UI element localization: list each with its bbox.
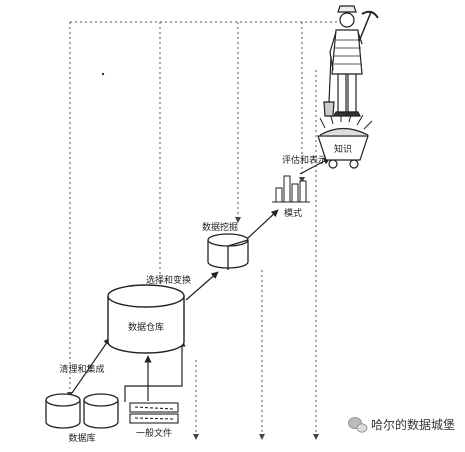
miner-figure-icon	[323, 5, 379, 117]
pattern-chart-icon	[272, 175, 310, 203]
watermark: 哈尔的数据城堡	[348, 417, 455, 433]
select-transform-label: 选择和变换	[146, 274, 191, 286]
clean-integrate-label: 清理和集成	[59, 363, 104, 375]
database-label: 数据库	[68, 432, 95, 444]
knowledge-label: 知识	[334, 143, 352, 155]
stray-dot	[101, 72, 105, 76]
flat-file-icon	[129, 402, 179, 424]
clean-integrate-arrows	[71, 337, 186, 402]
select-transform-arrow	[185, 271, 219, 301]
pattern-label: 模式	[284, 207, 302, 219]
flat-file-label: 一般文件	[136, 427, 172, 439]
evaluate-present-arrow	[299, 157, 331, 175]
feedback-dashed-lines	[69, 21, 338, 440]
data-mining-label: 数据挖掘	[202, 221, 238, 233]
data-mining-icon	[207, 233, 249, 270]
wechat-icon	[348, 417, 368, 433]
evaluate-present-label: 评估和表示	[282, 154, 327, 166]
knowledge-cart-icon	[317, 110, 373, 169]
data-warehouse-icon	[107, 284, 185, 354]
watermark-text: 哈尔的数据城堡	[371, 417, 455, 432]
database-icon	[45, 393, 119, 429]
data-warehouse-label: 数据仓库	[128, 321, 164, 333]
mining-to-pattern-arrow	[247, 209, 279, 239]
